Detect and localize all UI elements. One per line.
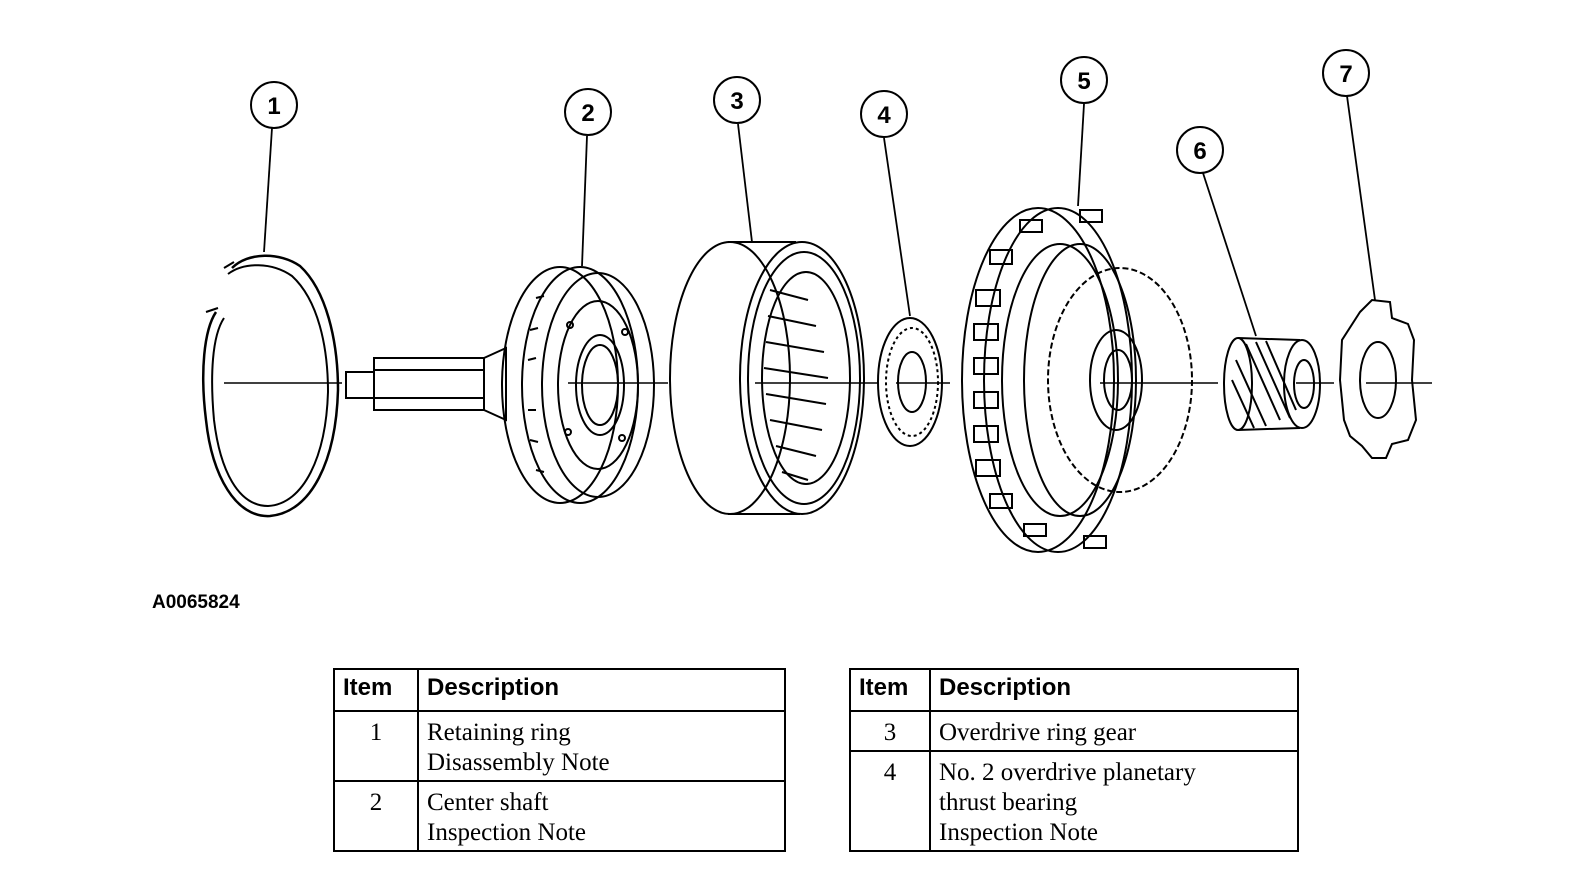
overdrive-ring-gear-part: [669, 241, 865, 515]
sun-gear-part: [1223, 337, 1321, 431]
callout-5-number: 5: [1077, 68, 1090, 95]
description-line: Overdrive ring gear: [939, 719, 1137, 746]
center-shaft-part: [345, 266, 655, 504]
item-description: No. 2 overdrive planetary thrust bearing…: [929, 750, 1299, 852]
description-line: thrust bearing: [939, 789, 1078, 816]
item-description: Center shaft Inspection Note: [417, 780, 786, 852]
item-description: Overdrive ring gear: [929, 710, 1299, 752]
table-row: 1 Retaining ring Disassembly Note: [333, 710, 786, 782]
header-item: Item: [333, 668, 419, 712]
exploded-parts-diagram: 1 2 3 4 5 6 7: [202, 49, 1432, 553]
callout-5: 5: [1060, 56, 1108, 104]
header-item: Item: [849, 668, 931, 712]
callout-4-number: 4: [877, 102, 891, 129]
callout-3: 3: [713, 76, 761, 124]
disassembly-note-link[interactable]: Disassembly Note: [427, 749, 610, 776]
legend-table-right: Item Description 3 Overdrive ring gear 4…: [849, 668, 1299, 852]
header-description: Description: [929, 668, 1299, 712]
callout-7-number: 7: [1339, 61, 1352, 88]
item-number: 4: [849, 750, 931, 852]
description-line: Center shaft: [427, 789, 549, 816]
callout-3-number: 3: [730, 88, 743, 115]
callout-2: 2: [564, 88, 612, 136]
callout-1-number: 1: [267, 93, 280, 120]
item-number: 1: [333, 710, 419, 782]
legend-table-left: Item Description 1 Retaining ring Disass…: [333, 668, 786, 852]
legend-header-row: Item Description: [333, 668, 786, 712]
item-number: 3: [849, 710, 931, 752]
description-line: Retaining ring: [427, 719, 571, 746]
table-row: 4 No. 2 overdrive planetary thrust beari…: [849, 750, 1299, 852]
description-line: No. 2 overdrive planetary: [939, 759, 1196, 786]
retaining-ring-part: [202, 254, 340, 518]
callout-leaders: [263, 95, 1376, 337]
thrust-bearing-part: [877, 317, 943, 447]
item-number: 2: [333, 780, 419, 852]
callout-2-number: 2: [581, 100, 594, 127]
callout-7: 7: [1322, 49, 1370, 97]
callout-6-number: 6: [1193, 138, 1206, 165]
callout-4: 4: [860, 90, 908, 138]
inspection-note-link[interactable]: Inspection Note: [939, 819, 1098, 846]
table-row: 3 Overdrive ring gear: [849, 710, 1299, 752]
item-description: Retaining ring Disassembly Note: [417, 710, 786, 782]
table-row: 2 Center shaft Inspection Note: [333, 780, 786, 852]
callout-6: 6: [1176, 126, 1224, 174]
header-description: Description: [417, 668, 786, 712]
figure-id: A0065824: [152, 592, 240, 613]
thrust-washer-part: [1338, 298, 1418, 459]
overdrive-carrier-part: [961, 207, 1193, 553]
legend-header-row: Item Description: [849, 668, 1299, 712]
callout-1: 1: [250, 81, 298, 129]
inspection-note-link[interactable]: Inspection Note: [427, 819, 586, 846]
